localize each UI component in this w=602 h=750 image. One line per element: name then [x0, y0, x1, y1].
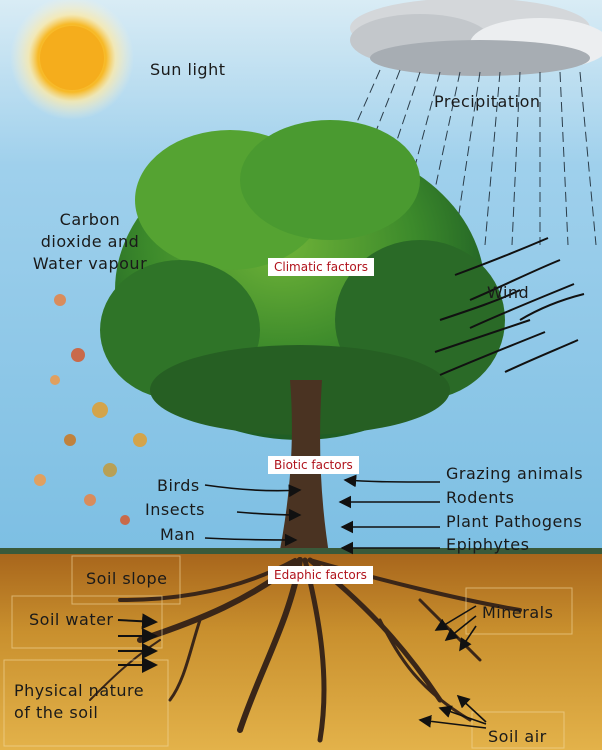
birds-label: Birds: [157, 476, 200, 495]
carbon-water-label: Carbon dioxide and Water vapour: [32, 210, 148, 273]
grazing-animals-label: Grazing animals: [446, 464, 584, 483]
soil-slope-label: Soil slope: [86, 569, 168, 588]
edaphic-factors-tag: Edaphic factors: [268, 566, 373, 584]
soil-water-arrows: [117, 613, 158, 673]
precipitation-label: Precipitation: [434, 92, 541, 111]
climatic-factors-tag: Climatic factors: [268, 258, 374, 276]
soil-water-label: Soil water: [29, 610, 114, 629]
wind-lines: [434, 237, 585, 376]
minerals-label: Minerals: [482, 603, 554, 622]
man-label: Man: [160, 525, 196, 544]
cloud-icon: [350, 0, 602, 76]
soil-air-label: Soil air: [488, 727, 547, 746]
soil-region: [0, 554, 602, 750]
insects-label: Insects: [145, 500, 205, 519]
biotic-factors-tag: Biotic factors: [268, 456, 359, 474]
biotic-arrows-left: [204, 484, 302, 547]
physical-nature-label: Physical nature of the soil: [14, 681, 145, 722]
epiphytes-label: Epiphytes: [446, 535, 530, 554]
biotic-arrows-right: [338, 474, 441, 555]
plant-pathogens-label: Plant Pathogens: [446, 512, 583, 531]
soil-air-arrows: [418, 694, 487, 729]
wind-label: Wind: [487, 283, 530, 302]
sun-light-label: Sun light: [150, 60, 226, 79]
rodents-label: Rodents: [446, 488, 515, 507]
minerals-arrows: [434, 605, 477, 652]
tree-canopy: [100, 120, 505, 440]
